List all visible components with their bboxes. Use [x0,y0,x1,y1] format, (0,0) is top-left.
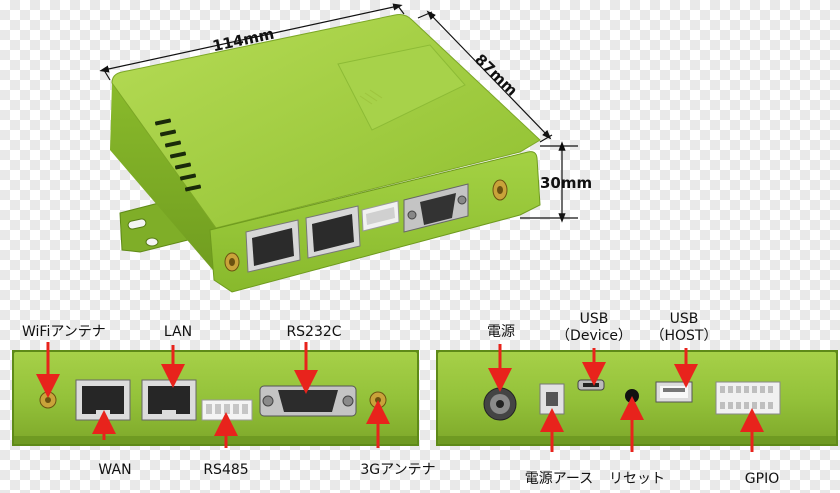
usb-host-label-line1: USB [669,311,699,327]
3g-antenna-connector-3d [492,179,508,201]
rear-panel-view [436,344,838,452]
rs232c-port-3d [403,183,469,233]
rs485-terminal-3d [361,200,400,232]
power-label: 電源 [487,324,515,340]
power-ground-label: 電源アース [524,471,594,487]
device-3d-view [110,14,541,293]
wan-port-3d [245,219,301,273]
usb-device-label-line1: USB [579,311,609,327]
gpio-label: GPIO [744,471,780,487]
dimension-height-label: 30mm [540,174,593,192]
lan-port-3d [305,205,361,259]
wifi-antenna-connector-3d [224,252,240,272]
dimension-lines [99,3,578,223]
3g-antenna-label: 3Gアンテナ [360,462,436,478]
reset-label: リセット [609,471,665,487]
rs232c-label: RS232C [286,324,342,340]
wan-label: WAN [98,462,132,478]
lan-label: LAN [163,324,193,340]
usb-device-label-line2: （Device） [556,328,632,344]
front-panel-view [12,342,419,448]
wifi-antenna-label: WiFiアンテナ [22,324,106,340]
usb-host-label-line2: （HOST） [650,328,718,344]
rs485-label: RS485 [203,462,249,478]
